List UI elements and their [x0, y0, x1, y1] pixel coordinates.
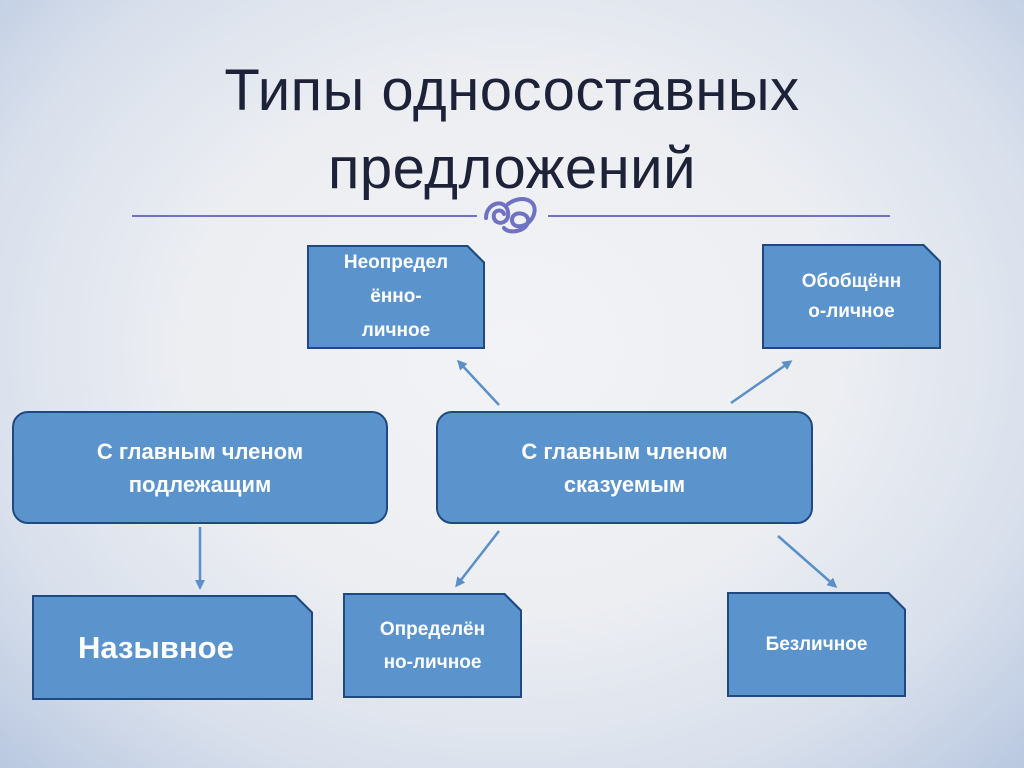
- node-definite-label: Определён но-личное: [379, 618, 486, 673]
- node-impersonal-label: Безличное: [765, 633, 868, 655]
- ornament-swirl-icon: [484, 197, 537, 234]
- node-predicate-label: С главным членом сказуемым: [521, 438, 728, 497]
- arrow-predicate-to-generalized: [730, 360, 793, 405]
- arrow-predicate-to-impersonal: [777, 535, 838, 588]
- node-nominative-label: Назывное: [78, 629, 234, 665]
- node-impersonal: Безличное: [727, 592, 906, 697]
- arrow-predicate-to-definite: [455, 530, 500, 588]
- node-predicate: С главным членом сказуемым: [436, 411, 813, 524]
- arrow-predicate-to-indefinite: [456, 359, 500, 406]
- node-nominative: Назывное: [32, 595, 313, 700]
- node-subject-label: С главным членом подлежащим: [96, 438, 304, 497]
- node-generalized: Обобщённ о-личное: [762, 244, 941, 349]
- node-subject: С главным членом подлежащим: [12, 411, 388, 524]
- node-indefinite-label: Неопредел ённо- личное: [343, 252, 449, 341]
- node-generalized-label: Обобщённ о-личное: [801, 270, 902, 322]
- divider-left: [132, 215, 477, 217]
- title-text: Типы односоставных предложений: [224, 58, 800, 201]
- node-definite: Определён но-личное: [343, 593, 522, 698]
- page-title: Типы односоставных предложений: [0, 52, 1024, 208]
- divider-right: [548, 215, 890, 217]
- node-indefinite: Неопредел ённо- личное: [307, 245, 485, 349]
